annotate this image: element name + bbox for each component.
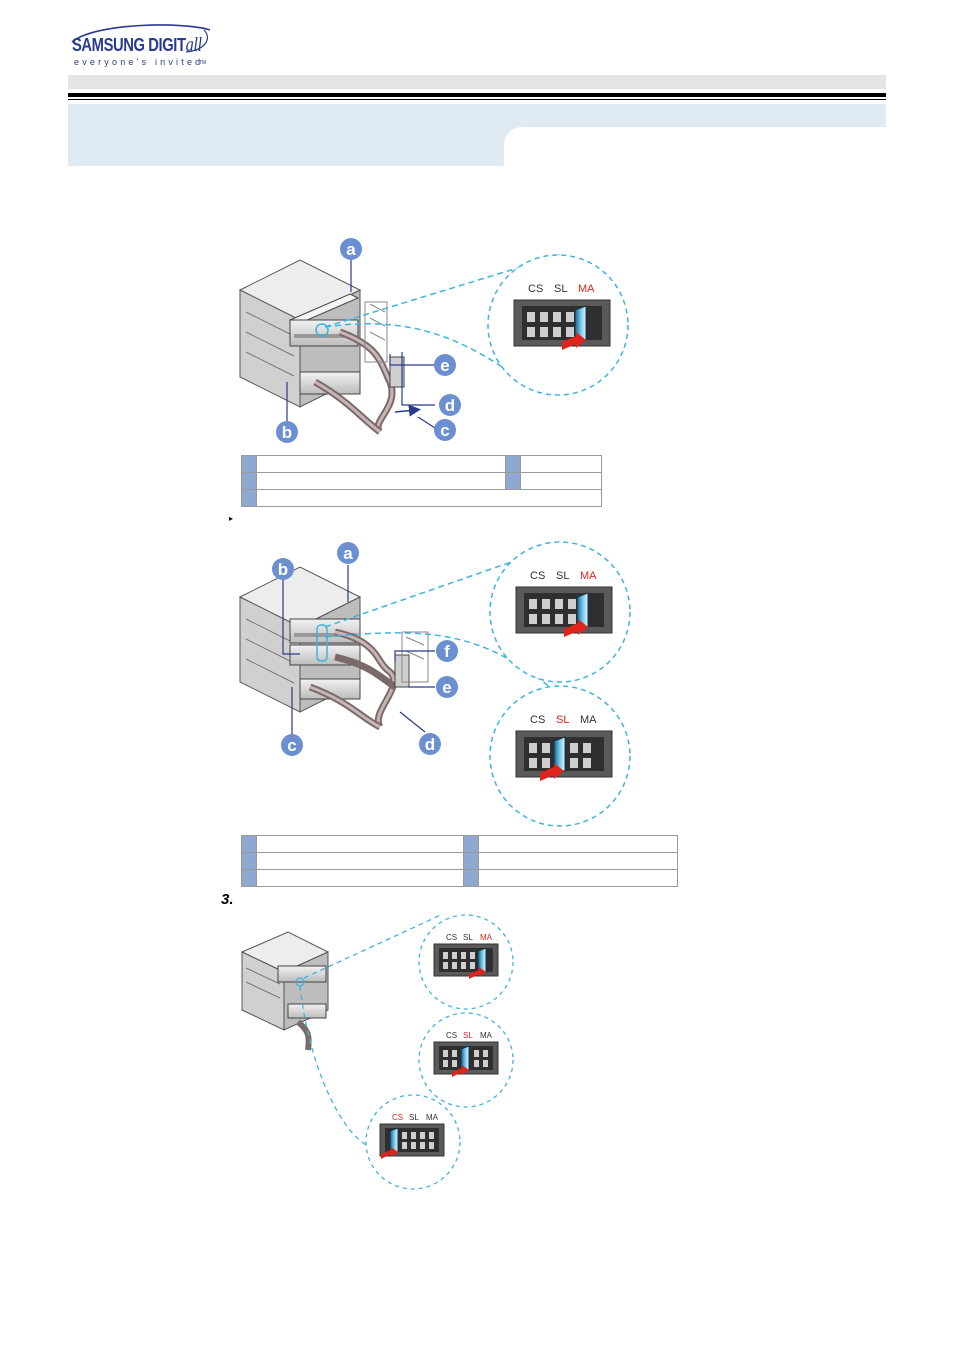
svg-text:MA: MA bbox=[480, 1031, 493, 1040]
jumper-block-sl: CS SL MA bbox=[433, 1031, 499, 1077]
red-arrow-icon bbox=[381, 1147, 398, 1159]
svg-text:CS: CS bbox=[528, 283, 543, 295]
svg-text:SL: SL bbox=[556, 570, 569, 582]
callout-d: d bbox=[439, 394, 461, 416]
callout-a: a bbox=[340, 238, 362, 260]
callout-e: e bbox=[436, 676, 458, 698]
svg-text:a: a bbox=[346, 240, 356, 259]
diagram-single-drive: CS SL MA a b c d e bbox=[238, 238, 629, 443]
svg-text:a: a bbox=[343, 544, 353, 563]
callout-d: d bbox=[419, 733, 441, 755]
header-rule-thin bbox=[68, 99, 886, 100]
svg-text:MA: MA bbox=[580, 570, 597, 582]
svg-text:MA: MA bbox=[580, 714, 597, 726]
ide-cable bbox=[308, 628, 429, 731]
svg-text:c: c bbox=[440, 421, 449, 440]
diagram-jumper-options: CS SL MA CS SL MA CS SL MA bbox=[240, 913, 514, 1190]
legend-table-2 bbox=[241, 835, 678, 887]
svg-text:SL: SL bbox=[554, 283, 567, 295]
title-band-tab bbox=[504, 104, 886, 127]
callout-b: b bbox=[276, 421, 298, 443]
red-arrow-icon bbox=[562, 332, 586, 350]
samsung-logo: SAMSUNG DIGITall bbox=[72, 34, 202, 56]
svg-text:SL: SL bbox=[409, 1113, 419, 1122]
svg-text:SL: SL bbox=[556, 714, 569, 726]
svg-text:MA: MA bbox=[480, 933, 493, 942]
svg-text:e: e bbox=[442, 678, 451, 697]
svg-text:c: c bbox=[287, 736, 296, 755]
jumper-block-ma: CS SL MA bbox=[433, 933, 499, 979]
svg-text:e: e bbox=[440, 356, 449, 375]
title-band bbox=[68, 104, 504, 166]
pc-case bbox=[240, 931, 330, 1051]
step-number: 3. bbox=[221, 891, 234, 908]
jumper-block-cs: CS SL MA bbox=[379, 1113, 445, 1159]
header-gray-band bbox=[68, 75, 886, 89]
header-rule-thick bbox=[68, 93, 886, 97]
legend-table-1 bbox=[241, 455, 602, 507]
svg-text:d: d bbox=[425, 735, 435, 754]
svg-text:b: b bbox=[282, 423, 292, 442]
callout-f: f bbox=[436, 640, 458, 662]
jumper-block-ma: CS SL MA bbox=[515, 570, 613, 637]
logo-swoosh-icon bbox=[71, 24, 211, 53]
install-arrow bbox=[394, 404, 421, 417]
svg-text:MA: MA bbox=[426, 1113, 439, 1122]
svg-text:MA: MA bbox=[578, 283, 595, 295]
jumper-block-ma: CS SL MA bbox=[513, 283, 611, 350]
callout-a: a bbox=[337, 542, 359, 564]
callout-c: c bbox=[281, 734, 303, 756]
callout-b: b bbox=[272, 558, 294, 580]
red-arrow-icon bbox=[564, 619, 588, 637]
svg-text:f: f bbox=[444, 642, 450, 661]
svg-text:d: d bbox=[445, 396, 455, 415]
callout-e: e bbox=[434, 354, 456, 376]
svg-text:SL: SL bbox=[463, 933, 473, 942]
svg-text:b: b bbox=[278, 560, 288, 579]
diagram-two-drives: CS SL MA CS SL MA a b c d e f bbox=[238, 541, 631, 827]
red-arrow-icon bbox=[469, 967, 486, 979]
callout-c: c bbox=[434, 419, 456, 441]
red-arrow-icon bbox=[540, 763, 564, 781]
red-arrow-icon bbox=[452, 1065, 469, 1077]
jumper-block-sl: CS SL MA bbox=[515, 714, 613, 781]
logo-trademark: TM bbox=[199, 60, 207, 66]
svg-text:CS: CS bbox=[446, 1031, 457, 1040]
svg-text:CS: CS bbox=[530, 570, 545, 582]
svg-text:CS: CS bbox=[446, 933, 457, 942]
title-band-corner bbox=[504, 127, 540, 159]
svg-text:SL: SL bbox=[463, 1031, 473, 1040]
right-arrow-bullet-icon: ▸ bbox=[229, 514, 234, 523]
svg-text:CS: CS bbox=[392, 1113, 403, 1122]
svg-text:CS: CS bbox=[530, 714, 545, 726]
logo-tagline: everyone's invited bbox=[74, 57, 204, 67]
